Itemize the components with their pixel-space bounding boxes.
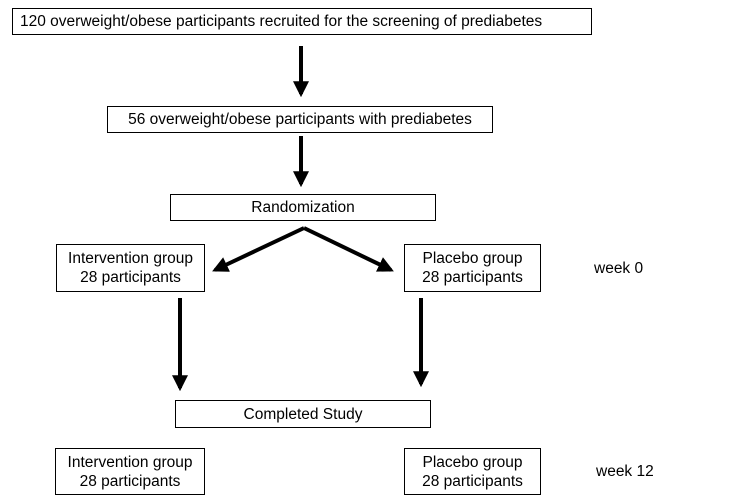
placebo-start-count: 28 participants <box>422 269 523 286</box>
arrow-randomization-to-intervention <box>212 226 305 272</box>
recruited-box: 120 overweight/obese participants recrui… <box>12 8 592 35</box>
completed-text: Completed Study <box>243 405 363 423</box>
placebo-end-box: Placebo group 28 participants <box>404 448 541 495</box>
intervention-end-name: Intervention group <box>67 453 193 471</box>
recruited-text: 120 overweight/obese participants recrui… <box>20 13 543 30</box>
intervention-end-box: Intervention group 28 participants <box>55 448 205 495</box>
intervention-start-box: Intervention group 28 participants <box>56 244 205 292</box>
arrow-randomization-to-placebo <box>303 226 394 272</box>
randomization-text: Randomization <box>251 199 355 216</box>
intervention-start-name: Intervention group <box>68 250 193 267</box>
completed-box: Completed Study <box>175 400 431 428</box>
timepoint-end-label: week 12 <box>596 463 654 480</box>
placebo-start-box: Placebo group 28 participants <box>404 244 541 292</box>
prediabetes-text: 56 overweight/obese participants with pr… <box>128 111 472 128</box>
placebo-end-name: Placebo group <box>422 453 523 471</box>
randomization-box: Randomization <box>170 194 436 221</box>
intervention-start-count: 28 participants <box>80 269 181 286</box>
timepoint-start-label: week 0 <box>594 260 644 277</box>
intervention-end-count: 28 participants <box>79 472 181 490</box>
placebo-start-name: Placebo group <box>422 250 523 267</box>
placebo-end-count: 28 participants <box>422 472 523 490</box>
prediabetes-box: 56 overweight/obese participants with pr… <box>107 106 493 133</box>
